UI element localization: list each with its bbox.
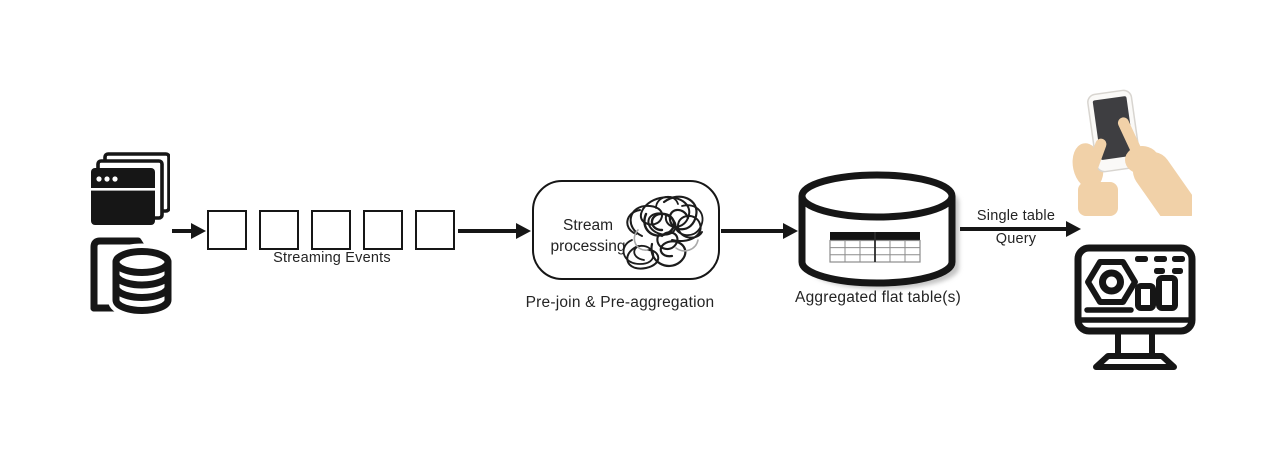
flow-arrow-storage-to-consumers [960,221,1081,237]
event-box [311,210,351,250]
event-queue [207,210,455,250]
arrow-head-icon [1066,221,1081,237]
stream-processing-title: Stream processing [534,215,642,257]
flat-table-icon [829,232,921,263]
query-label-line2: Query [995,231,1037,247]
stream-processing-box [532,180,720,280]
flow-arrow-sources-to-queue [172,223,206,239]
arrow-shaft [721,229,785,233]
processing-caption: Pre-join & Pre-aggregation [525,294,715,311]
event-box [363,210,403,250]
event-box [415,210,455,250]
dashboard-monitor-icon [1074,244,1196,370]
event-box [259,210,299,250]
storage-caption: Aggregated flat table(s) [795,289,961,306]
arrow-shaft [172,229,193,233]
folder-database-icon [90,237,176,316]
database-cylinder-icon [798,171,959,289]
arrow-head-icon [191,223,206,239]
browser-windows-icon [91,152,170,225]
event-box [207,210,247,250]
flow-arrow-queue-to-processing [458,223,531,239]
arrow-head-icon [516,223,531,239]
arrow-shaft [458,229,518,233]
query-label-line1: Single table [976,208,1056,224]
arrow-shaft [960,227,1068,231]
stream-processing-title-line1: Stream [563,217,613,234]
arrow-head-icon [783,223,798,239]
stream-processing-title-line2: processing [550,238,626,255]
phone-in-hands-icon [1072,89,1192,216]
flow-arrow-processing-to-storage [721,223,798,239]
tangle-scribble-icon [622,195,704,270]
queue-label: Streaming Events [273,250,391,266]
